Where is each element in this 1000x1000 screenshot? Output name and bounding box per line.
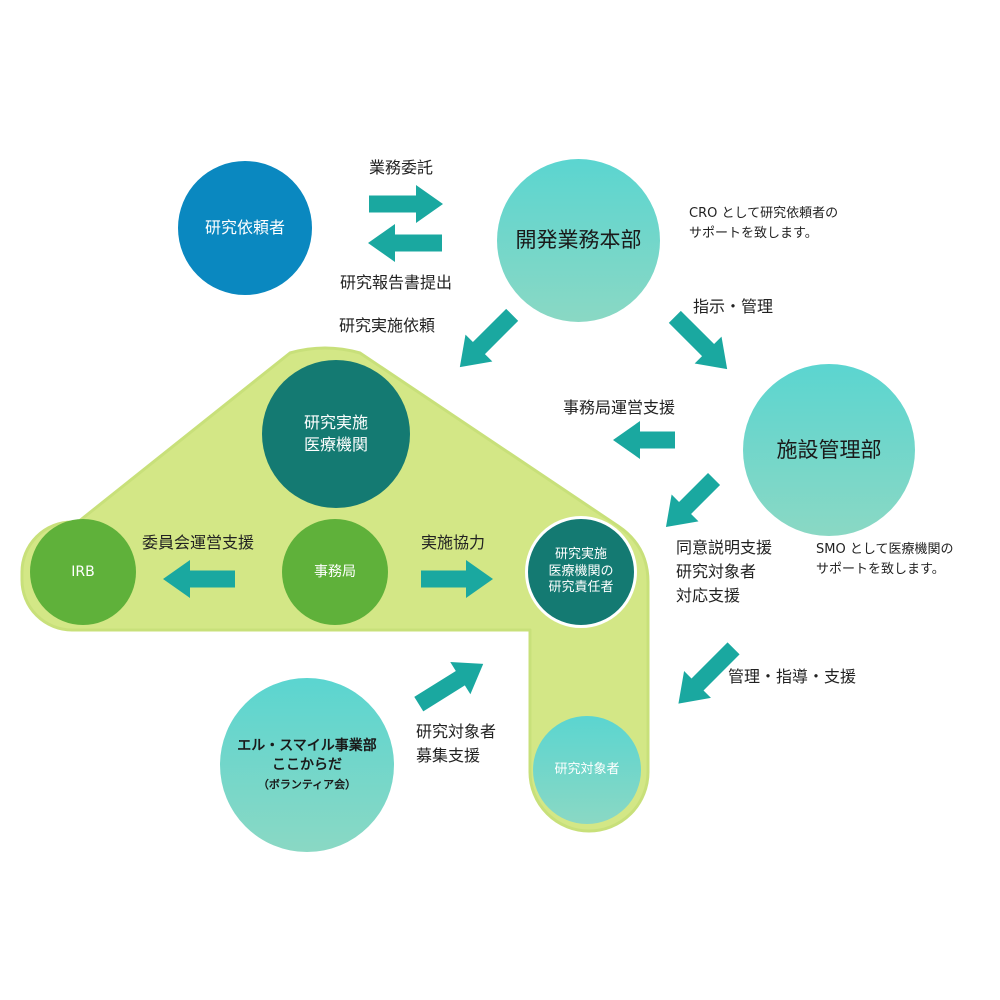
consent-support-label: 同意説明支援 研究対象者 対応支援: [676, 536, 772, 608]
cro-note-line-2: サポートを致します。: [689, 226, 818, 242]
study-request-arrow-shape: [459, 308, 519, 368]
volunteer-node: エル・スマイル事業部 ここからだ （ボランティア会）: [220, 678, 394, 852]
volunteer-label-1: エル・スマイル事業部: [237, 738, 377, 755]
instruction-label: 指示・管理: [693, 297, 774, 316]
report-label: 研究報告書提出: [340, 273, 453, 292]
sponsor-node: 研究依頼者: [178, 161, 312, 295]
smo-note-line-1: SMO として医療機関の: [816, 542, 954, 557]
consent-support-line-2: 研究対象者: [676, 562, 757, 581]
cro-note: CRO として研究依頼者の サポートを致します。: [689, 204, 838, 244]
smo-note: SMO として医療機関の サポートを致します。: [816, 540, 953, 580]
institution-node: 研究実施 医療機関: [262, 360, 410, 508]
consent-support-arrow-shape: [665, 472, 721, 528]
irb-node: IRB: [30, 519, 136, 625]
development-node: 開発業務本部: [497, 159, 660, 322]
irb-label: IRB: [71, 563, 95, 580]
consent-support-line-1: 同意説明支援: [676, 538, 773, 557]
cro-note-line-1: CRO として研究依頼者の: [689, 206, 839, 221]
recruitment-line-1: 研究対象者: [416, 722, 497, 741]
sponsor-label: 研究依頼者: [204, 218, 285, 238]
guidance-arrow-shape: [678, 642, 740, 704]
study-request-label: 研究実施依頼: [339, 316, 436, 335]
guidance-label: 管理・指導・支援: [728, 667, 857, 686]
consent-support-line-3: 対応支援: [676, 586, 741, 605]
secretariat-label: 事務局: [314, 563, 356, 580]
volunteer-label-2: ここからだ: [272, 757, 342, 774]
cooperation-label: 実施協力: [421, 533, 486, 552]
recruitment-line-2: 募集支援: [416, 746, 481, 765]
recruitment-arrow-shape: [414, 662, 484, 712]
office-support-label: 事務局運営支援: [563, 398, 676, 417]
investigator-label-3: 研究責任者: [548, 580, 614, 596]
smo-note-line-2: サポートを致します。: [816, 562, 945, 578]
investigator-label-2: 医療機関の: [548, 563, 614, 579]
report-arrow-shape: [368, 224, 442, 262]
institution-label-2: 医療機関: [303, 435, 368, 454]
subjects-node: 研究対象者: [533, 716, 641, 824]
committee-support-arrow-shape: [163, 560, 235, 598]
volunteer-label-3: （ボランティア会）: [257, 777, 357, 791]
investigator-node: 研究実施 医療機関の 研究責任者: [525, 516, 637, 628]
investigator-label-1: 研究実施: [554, 546, 607, 562]
recruitment-label: 研究対象者 募集支援: [416, 720, 496, 768]
facility-mgmt-node: 施設管理部: [743, 364, 915, 536]
subjects-label: 研究対象者: [554, 762, 620, 778]
cooperation-arrow-shape: [421, 560, 493, 598]
commission-arrow-shape: [369, 185, 443, 223]
development-label: 開発業務本部: [515, 228, 642, 253]
secretariat-node: 事務局: [282, 519, 388, 625]
institution-label-1: 研究実施: [303, 413, 368, 433]
office-support-arrow-shape: [613, 421, 675, 459]
commission-label: 業務委託: [369, 158, 434, 177]
facility-mgmt-label: 施設管理部: [776, 437, 882, 462]
instruction-arrow-shape: [668, 310, 728, 370]
committee-support-label: 委員会運営支援: [142, 533, 255, 552]
